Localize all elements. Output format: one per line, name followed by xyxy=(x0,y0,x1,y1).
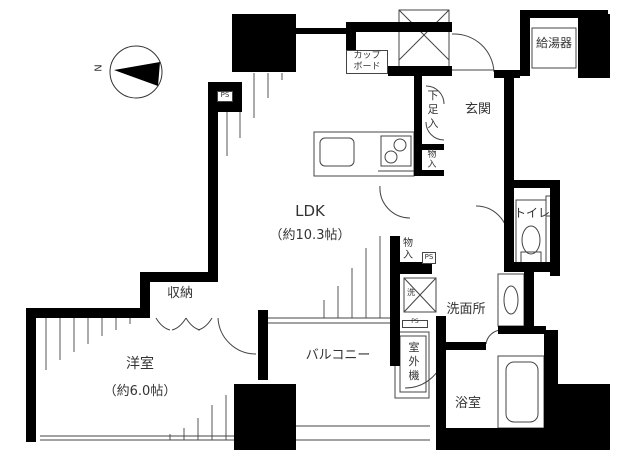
wall xyxy=(414,144,444,150)
wall xyxy=(550,180,560,276)
north-arrow-icon xyxy=(109,45,163,99)
wall xyxy=(578,14,610,78)
wall xyxy=(436,316,446,450)
ps-label: PS xyxy=(424,253,434,261)
wall xyxy=(436,428,558,450)
closet-char: 物 xyxy=(403,238,413,249)
shoe-box-char: 足 xyxy=(427,103,439,116)
storage-label: 収納 xyxy=(166,286,193,301)
western-room-name: 洋室 xyxy=(126,356,154,372)
shoe-box: 下 足 入 xyxy=(424,86,442,136)
wall xyxy=(436,342,486,350)
closet-2: 物 入 xyxy=(400,238,416,264)
wall xyxy=(414,76,422,176)
wall xyxy=(140,272,218,282)
closet-char: 入 xyxy=(427,160,437,170)
ps-box-1: PS xyxy=(217,91,233,102)
wall xyxy=(346,22,452,32)
ps-box-2: PS xyxy=(422,252,436,264)
wall xyxy=(346,22,356,50)
compass xyxy=(108,44,164,100)
shoe-box-char: 入 xyxy=(427,117,439,130)
ac-unit-char: 室 xyxy=(408,341,420,354)
wall xyxy=(26,308,36,442)
shoe-box-char: 下 xyxy=(427,89,439,102)
wall xyxy=(520,10,530,76)
ac-unit: 室 外 機 xyxy=(404,340,424,390)
wall xyxy=(232,14,296,72)
western-room-size: （約6.0帖） xyxy=(103,384,177,399)
wall xyxy=(504,74,514,270)
ldk-size: （約10.3帖） xyxy=(269,228,351,243)
cupboard: カップ ボード xyxy=(346,50,388,74)
toilet-label: トイレ xyxy=(513,206,550,220)
closet-char: 入 xyxy=(403,250,413,261)
washroom-label: 洗面所 xyxy=(446,302,486,317)
wall xyxy=(234,384,296,450)
wall xyxy=(520,10,608,18)
cupboard-label-1: カップ xyxy=(353,51,381,61)
wall xyxy=(208,82,218,282)
ps-label: PS xyxy=(411,318,419,325)
closet-1: 物 入 xyxy=(424,150,440,170)
closet-char: 物 xyxy=(427,150,437,160)
ac-unit-char: 機 xyxy=(408,369,420,382)
ac-unit-char: 外 xyxy=(408,355,420,368)
ps-label: PS xyxy=(220,91,230,99)
wall xyxy=(512,180,558,188)
ldk-name: LDK xyxy=(295,202,325,220)
ps-box-3: PS xyxy=(402,318,428,328)
wall xyxy=(504,262,560,272)
wall xyxy=(414,170,444,176)
wall xyxy=(388,66,452,76)
wall xyxy=(296,28,346,34)
wall xyxy=(390,262,432,274)
wall xyxy=(26,308,148,318)
wall xyxy=(524,272,534,332)
washer-pan-label: 洗 xyxy=(407,288,415,297)
entrance-label: 玄関 xyxy=(464,102,491,117)
water-heater-label: 給湯器 xyxy=(535,36,572,50)
balcony-label: バルコニー xyxy=(305,348,371,363)
wall xyxy=(544,330,558,450)
wall xyxy=(390,236,400,366)
wall xyxy=(558,384,610,450)
cupboard-label-2: ボード xyxy=(353,62,381,72)
wall xyxy=(258,310,268,380)
wall xyxy=(498,326,546,334)
bathroom-label: 浴室 xyxy=(454,396,481,411)
wall xyxy=(140,272,150,318)
